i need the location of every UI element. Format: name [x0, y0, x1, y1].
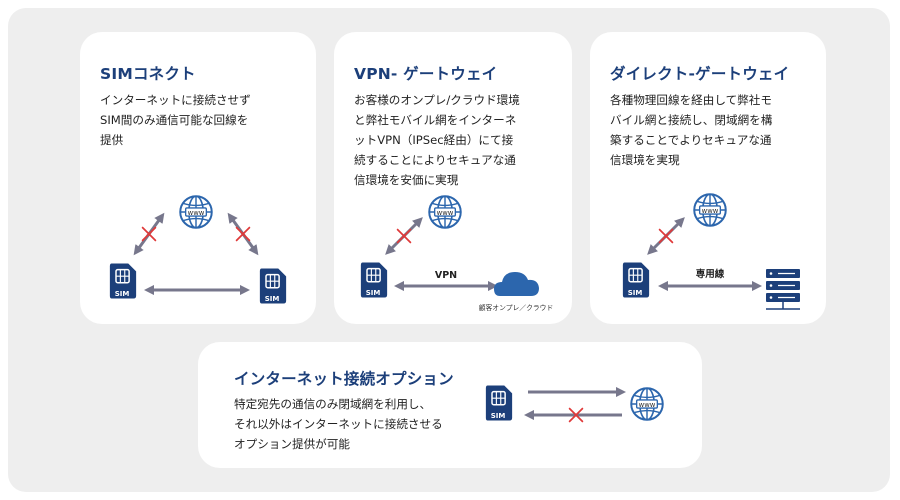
cross-icon: [141, 226, 157, 242]
direct-gateway-title: ダイレクト-ゲートウェイ: [610, 65, 790, 83]
vpn-gateway-description: お客様のオンプレ/クラウド環境 と弊社モバイル網をインターネ ットVPN（IPS…: [354, 93, 520, 187]
cross-icon: [235, 226, 251, 242]
internet-option-description: 特定宛先の通信のみ閉域網を利用し、 それ以外はインターネットに接続させる オプシ…: [234, 397, 443, 451]
sim-card-icon: SIM: [109, 262, 137, 300]
sim-label: SIM: [491, 412, 506, 420]
leased-line-label: 専用線: [696, 268, 725, 280]
sim-connect-description: インターネットに接続させず SIM間のみ通信可能な回線を 提供: [100, 93, 251, 147]
vpn-gateway-title: VPN- ゲートウェイ: [354, 65, 498, 83]
sim-label: SIM: [366, 289, 381, 297]
vpn-label: VPN: [435, 270, 457, 281]
globe-icon: www: [179, 195, 213, 229]
globe-icon: www: [428, 195, 462, 229]
direct-gateway-diagram: www SIM 専用線: [622, 193, 800, 310]
sim-card-icon: SIM: [259, 267, 287, 305]
globe-label: www: [437, 209, 454, 217]
sim-label: SIM: [115, 290, 130, 298]
cross-icon: [396, 228, 412, 244]
sim-label: SIM: [628, 289, 643, 297]
sim-card-icon: SIM: [360, 261, 388, 299]
direct-gateway-card: ダイレクト-ゲートウェイ 各種物理回線を経由して弊社モ バイル網と接続し、閉域網…: [590, 32, 826, 324]
sim-connect-card: SIMコネクト インターネットに接続させず SIM間のみ通信可能な回線を 提供 …: [80, 32, 316, 324]
globe-icon: www: [693, 193, 727, 227]
server-rack-icon: [766, 269, 800, 310]
sim-card-icon: SIM: [622, 261, 650, 299]
sim-connect-diagram: www SIM SIM: [109, 195, 287, 305]
vpn-gateway-card: VPN- ゲートウェイ お客様のオンプレ/クラウド環境 と弊社モバイル網をインタ…: [334, 32, 572, 324]
sim-label: SIM: [265, 295, 280, 303]
globe-icon: www: [630, 387, 664, 421]
direct-gateway-description: 各種物理回線を経由して弊社モ バイル網と接続し、閉域網を構 築することでよりセキ…: [610, 93, 773, 167]
globe-label: www: [702, 207, 719, 215]
internet-option-card: インターネット接続オプション 特定宛先の通信のみ閉域網を利用し、 それ以外はイン…: [198, 342, 702, 468]
internet-option-title: インターネット接続オプション: [234, 370, 454, 388]
cloud-icon: [494, 272, 539, 296]
sim-connect-title: SIMコネクト: [100, 65, 196, 83]
vpn-gateway-diagram: www SIM VPN 顧客オンプレ／クラウド: [360, 195, 554, 312]
destination-label: 顧客オンプレ／クラウド: [479, 303, 554, 312]
globe-label: www: [639, 401, 656, 409]
cross-icon: [658, 228, 674, 244]
globe-label: www: [188, 209, 205, 217]
internet-option-diagram: SIM www: [485, 384, 664, 423]
sim-card-icon: SIM: [485, 384, 513, 422]
